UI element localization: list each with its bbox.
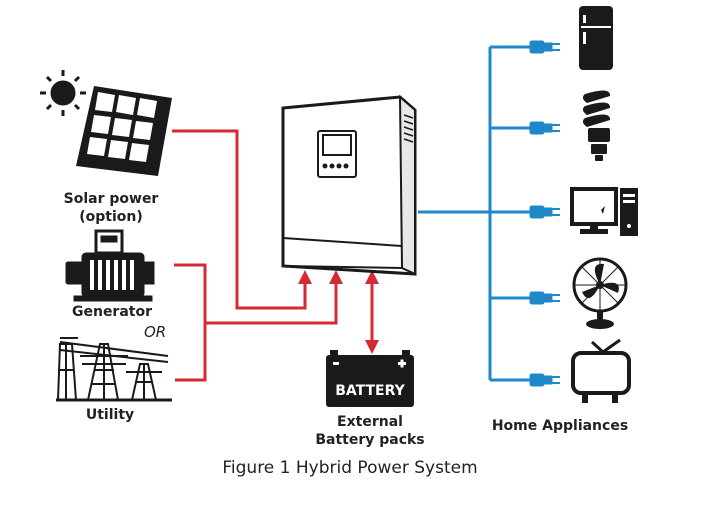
inverter-unit	[281, 94, 417, 276]
tv-icon	[571, 338, 631, 403]
sun-icon	[40, 70, 86, 116]
lightbulb-icon	[582, 90, 611, 161]
generator-label: Generator	[71, 304, 152, 320]
solar-power-label-line1: Solar power	[63, 191, 159, 207]
plug-icon	[529, 121, 560, 135]
arrow-down-battery	[365, 340, 379, 354]
solar-wire	[172, 129, 307, 310]
arrow-up-2	[329, 270, 343, 284]
home-appliances-label: Home Appliances	[491, 418, 629, 434]
generator-wire	[174, 263, 207, 382]
load-wiring	[418, 45, 530, 382]
utility-label: Utility	[85, 407, 135, 423]
external-battery-label: External Battery packs	[310, 413, 430, 449]
inverter-lcd-screen	[322, 134, 352, 156]
battery-icon: BATTERY	[326, 350, 414, 407]
plugs	[529, 40, 560, 387]
solar-power-label: Solar power (option)	[52, 190, 170, 226]
fan-icon	[572, 257, 628, 329]
figure-caption: Figure 1 Hybrid Power System	[222, 458, 478, 478]
arrow-up-1	[298, 270, 312, 284]
external-battery-label-line1: External	[337, 414, 403, 430]
solar-power-label-line2: (option)	[79, 209, 143, 225]
ac-input-wiring	[172, 129, 338, 382]
plug-icon	[529, 40, 560, 54]
refrigerator-icon	[579, 6, 613, 70]
utility-to-inverter-wire	[205, 276, 338, 325]
plug-icon	[529, 205, 560, 219]
battery-text: BATTERY	[335, 383, 405, 399]
computer-icon	[570, 187, 638, 236]
plug-icon	[529, 373, 560, 387]
plug-icon	[529, 291, 560, 305]
arrow-up-battery	[365, 270, 379, 284]
solar-panel-icon	[76, 86, 172, 176]
utility-tower-icon	[56, 337, 172, 402]
or-text: OR	[144, 323, 167, 341]
external-battery-label-line2: Battery packs	[315, 432, 425, 448]
generator-icon	[65, 229, 155, 302]
